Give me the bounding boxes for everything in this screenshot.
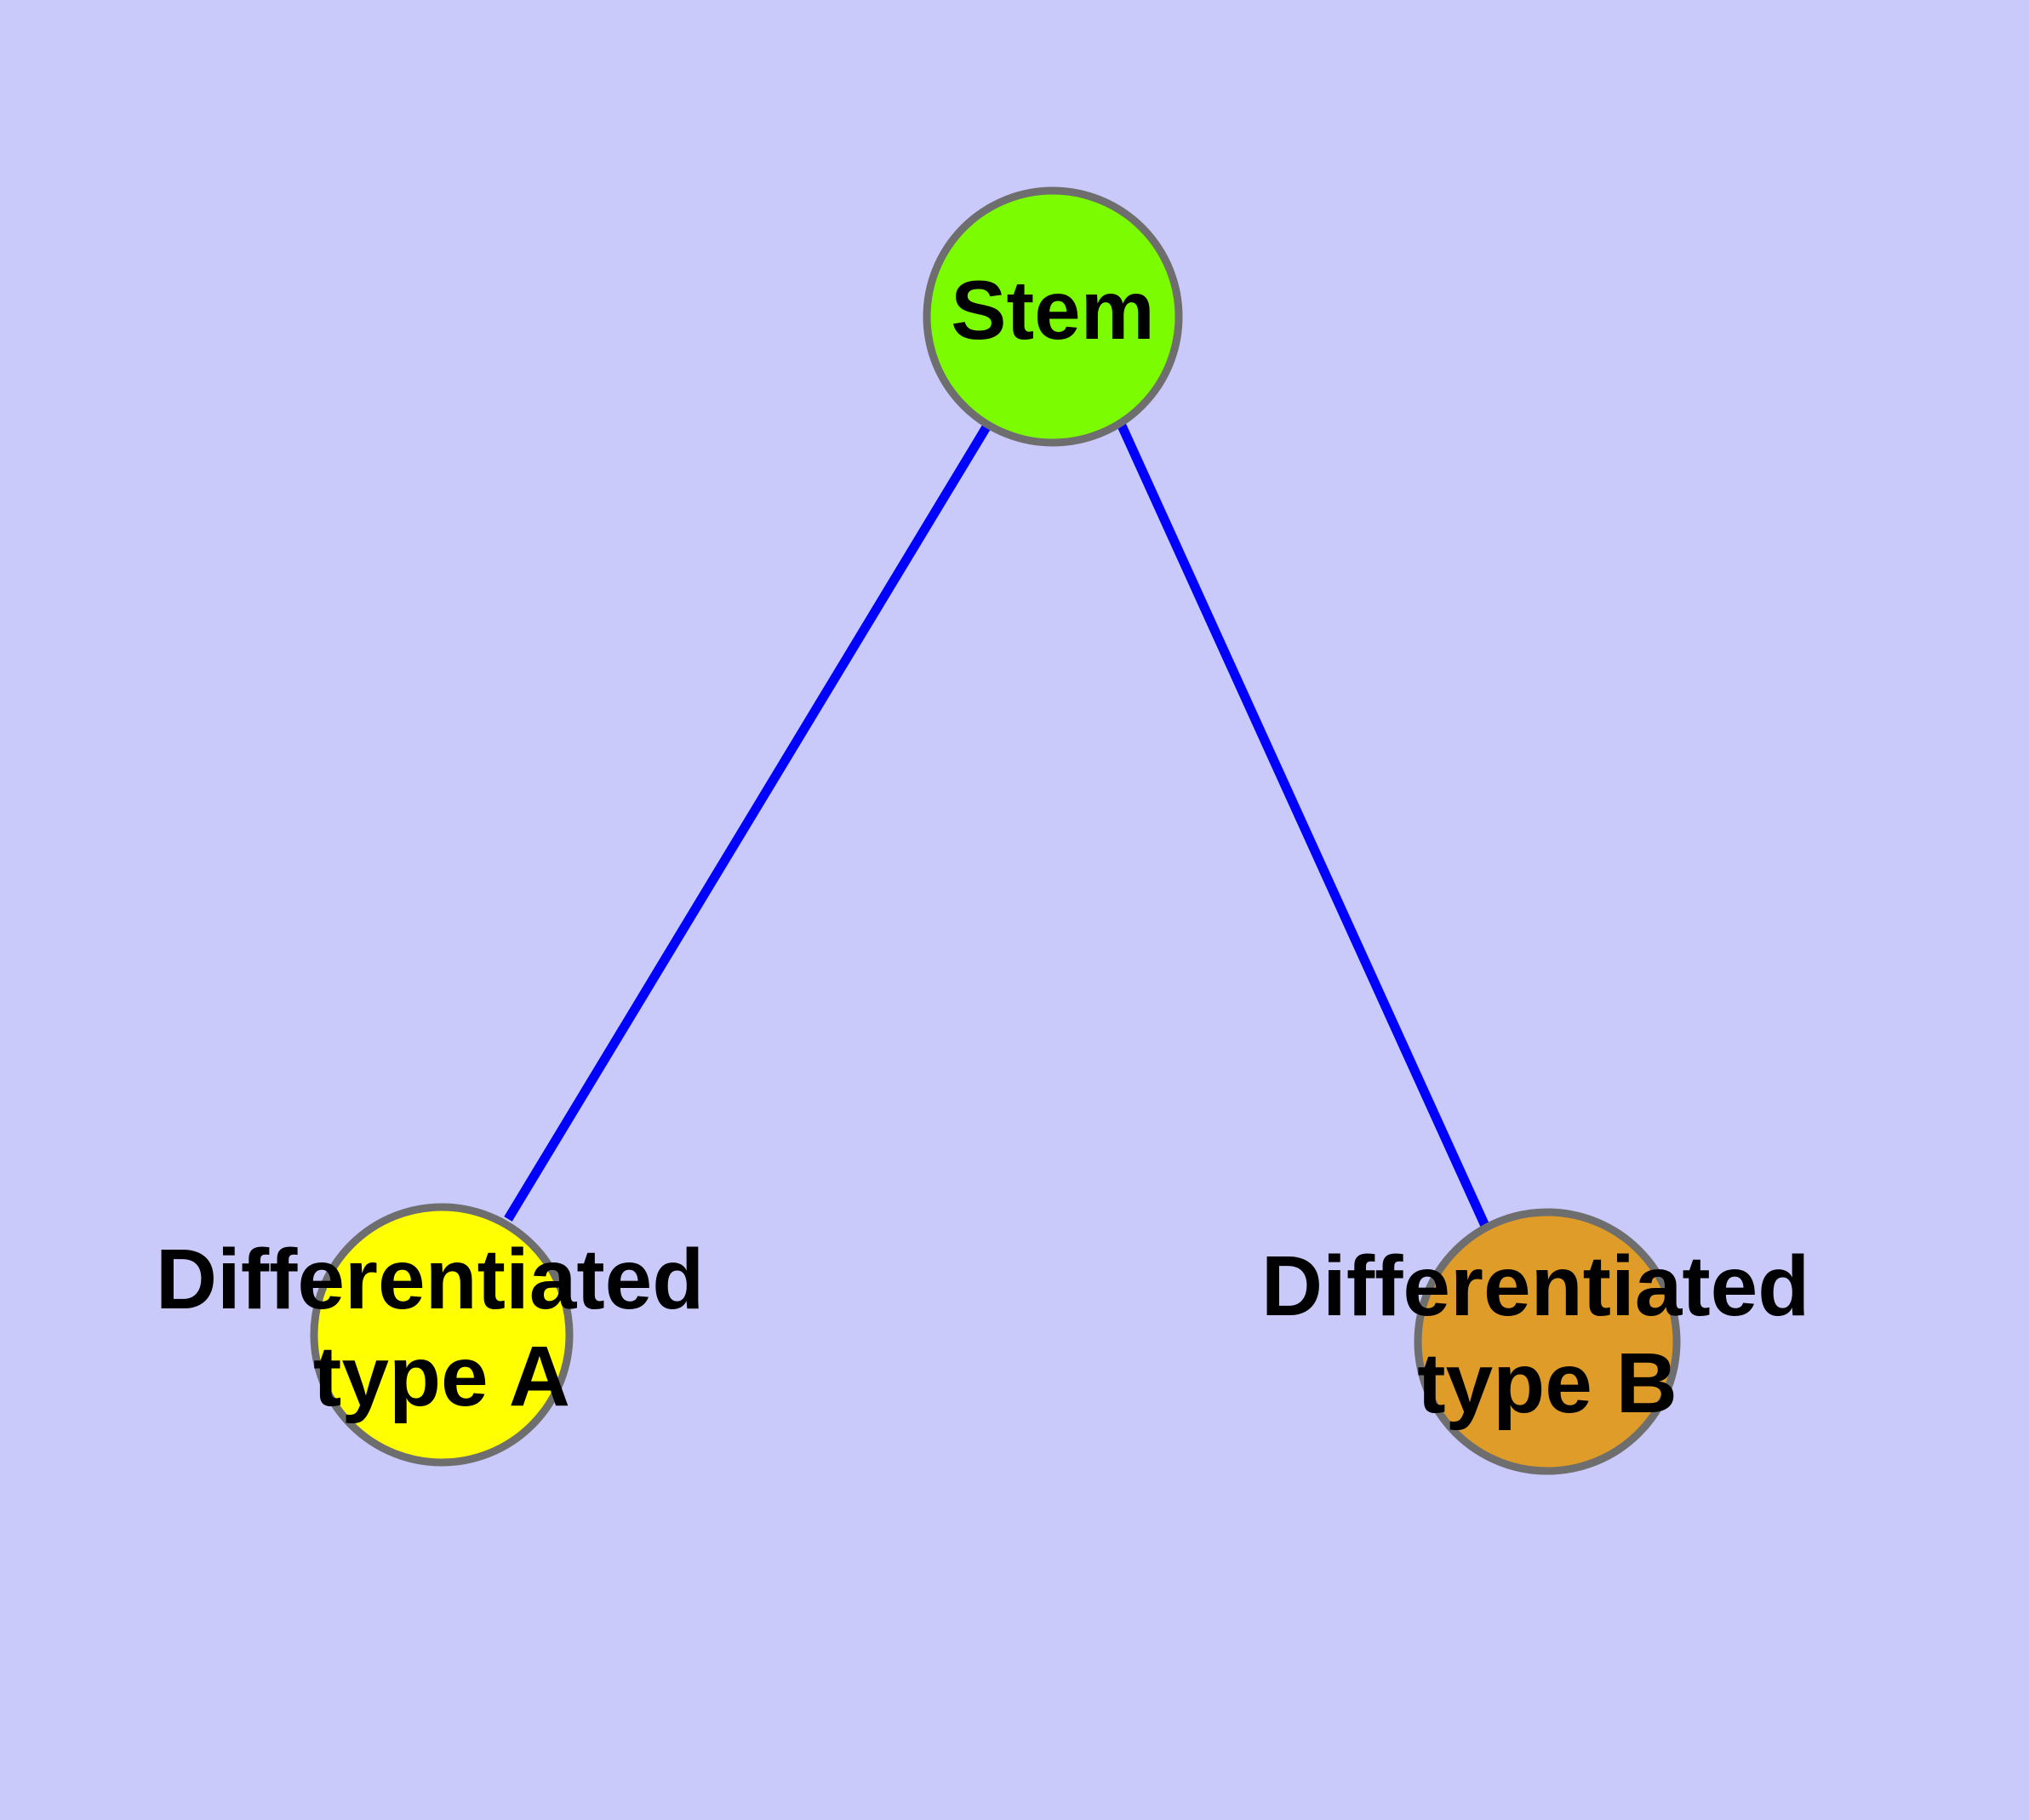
node-differentiated-type-a-label-line-2: type A	[313, 1329, 570, 1424]
edge-layer	[504, 423, 1490, 1228]
node-differentiated-type-b-label: Differentiated type B	[1261, 1239, 1833, 1431]
node-differentiated-type-b-circle[interactable]	[1414, 1208, 1681, 1475]
edge-stem-to-differentiated-type-b[interactable]	[1117, 423, 1490, 1228]
node-differentiated-type-a-label: Differentiated type A	[156, 1232, 728, 1424]
node-stem-circle[interactable]	[923, 186, 1183, 447]
node-layer: Stem Differentiated type A Differentiate…	[156, 186, 1833, 1475]
node-differentiated-type-a[interactable]	[310, 1203, 574, 1467]
node-differentiated-type-a-circle[interactable]	[310, 1203, 574, 1467]
edge-stem-to-differentiated-type-a[interactable]	[504, 423, 992, 1222]
node-stem[interactable]: Stem	[923, 186, 1183, 447]
node-differentiated-type-b-label-line-2: type B	[1417, 1336, 1677, 1431]
node-differentiated-type-b[interactable]	[1414, 1208, 1681, 1475]
node-stem-label-line-1: Stem	[951, 263, 1155, 357]
node-differentiated-type-a-label-line-1: Differentiated	[156, 1232, 705, 1327]
node-differentiated-type-b-label-line-1: Differentiated	[1261, 1239, 1810, 1334]
node-stem-label: Stem	[951, 263, 1155, 357]
